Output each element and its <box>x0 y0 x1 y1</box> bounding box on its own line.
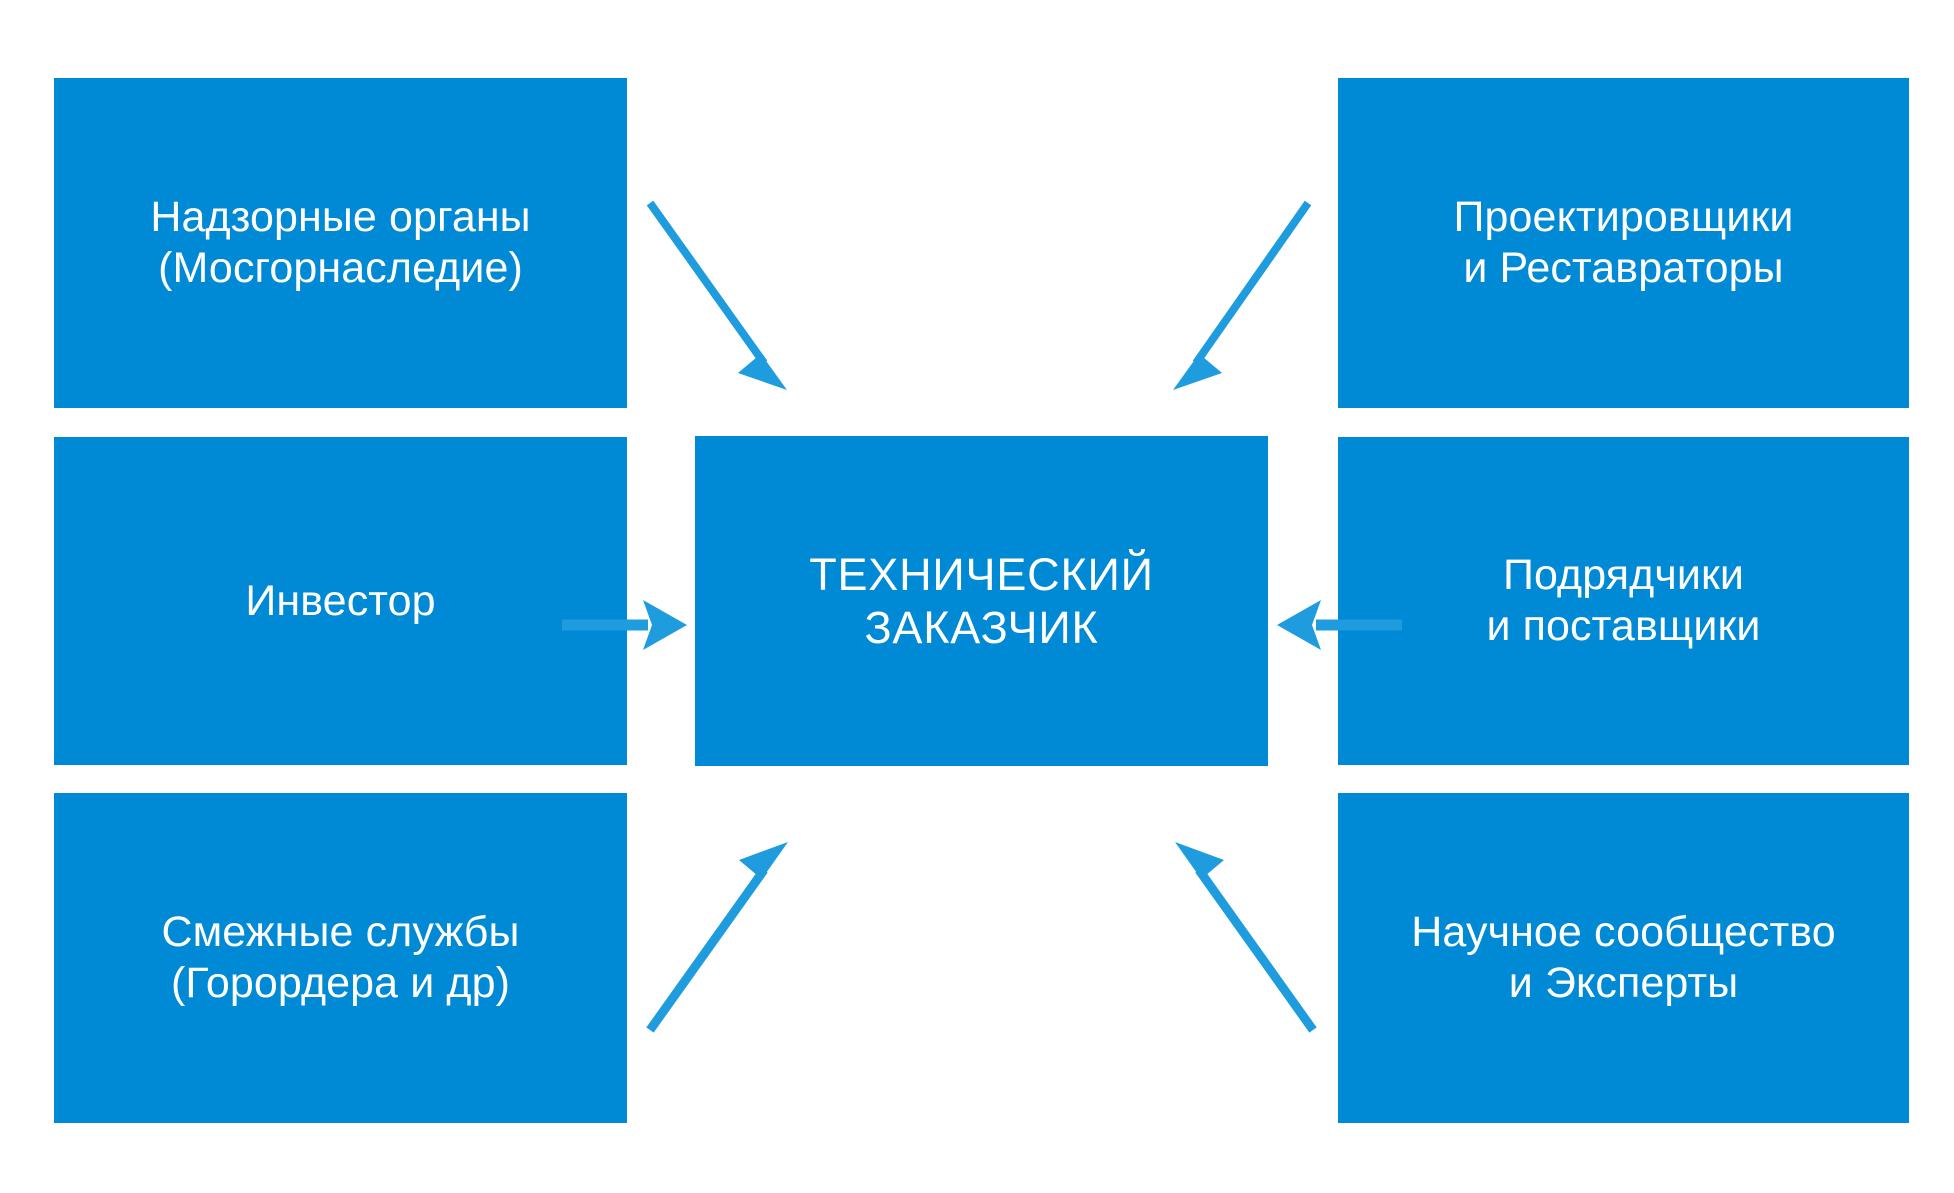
node-adjacent-services[interactable]: Смежные службы (Горордера и др) <box>54 793 627 1123</box>
node-supervisory-bodies-label: Надзорные органы (Мосгорнаследие) <box>150 193 531 292</box>
arrow-scientific-to-center-shaft <box>1195 867 1317 1033</box>
arrow-supervisory-to-center-head <box>738 333 787 390</box>
arrow-adjacent-to-center-head <box>739 842 788 900</box>
arrow-scientific-to-center-head <box>1175 842 1224 900</box>
arrow-adjacent-to-center-shaft <box>646 867 768 1033</box>
arrow-designers-to-center-shaft <box>1192 200 1312 366</box>
arrow-contractors-to-center-head <box>1277 600 1321 650</box>
node-contractors-suppliers[interactable]: Подрядчики и поставщики <box>1338 437 1909 765</box>
node-technical-customer-label: ТЕХНИЧЕСКИЙ ЗАКАЗЧИК <box>809 548 1154 653</box>
node-contractors-suppliers-label: Подрядчики и поставщики <box>1486 551 1761 650</box>
node-designers-restorers-label: Проектировщики и Реставраторы <box>1453 193 1794 292</box>
node-adjacent-services-label: Смежные службы (Горордера и др) <box>161 908 520 1007</box>
arrow-adjacent-to-center <box>646 842 788 1033</box>
arrow-designers-to-center <box>1173 200 1312 390</box>
node-investor-label: Инвестор <box>245 576 436 625</box>
node-designers-restorers[interactable]: Проектировщики и Реставраторы <box>1338 78 1909 408</box>
arrow-supervisory-to-center-shaft <box>646 200 768 366</box>
arrow-supervisory-to-center <box>646 200 787 390</box>
arrow-scientific-to-center <box>1175 842 1317 1033</box>
node-technical-customer[interactable]: ТЕХНИЧЕСКИЙ ЗАКАЗЧИК <box>695 436 1268 766</box>
arrow-designers-to-center-head <box>1173 333 1222 390</box>
node-supervisory-bodies[interactable]: Надзорные органы (Мосгорнаследие) <box>54 78 627 408</box>
node-scientific-community-label: Научное сообщество и Эксперты <box>1411 908 1836 1007</box>
node-scientific-community[interactable]: Научное сообщество и Эксперты <box>1338 793 1909 1123</box>
node-investor[interactable]: Инвестор <box>54 437 627 765</box>
arrow-investor-to-center-head <box>643 600 687 650</box>
